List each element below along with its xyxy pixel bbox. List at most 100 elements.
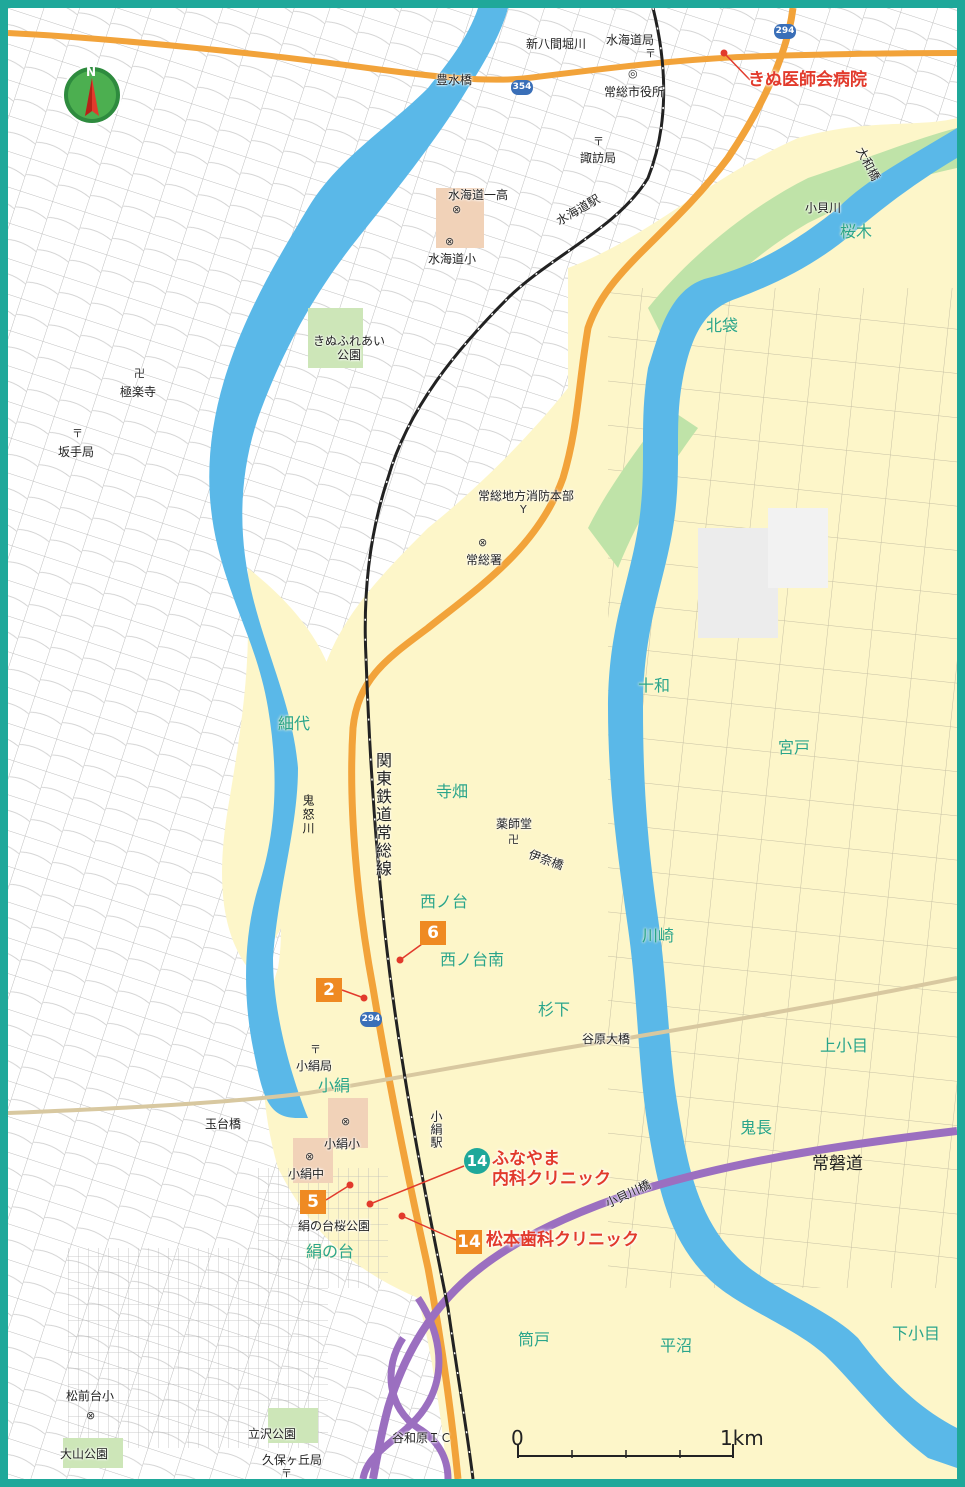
label-joban-expressway: 常磐道	[812, 1154, 863, 1174]
label-joso-police: 常総署	[466, 553, 503, 567]
label-yakushido: 薬師堂	[496, 817, 533, 831]
area-kokinu: 小絹	[318, 1076, 351, 1095]
area-towa: 十和	[638, 676, 671, 695]
marker-2[interactable]: 2	[316, 978, 342, 1002]
area-kitafukuro: 北袋	[706, 316, 739, 335]
marker-14-matsumoto[interactable]: 14	[456, 1230, 482, 1254]
label-kinugawa: 鬼怒川	[301, 794, 315, 836]
label-kokinu-elem: 小絹小	[324, 1137, 361, 1151]
hospital-label[interactable]: きぬ医師会病院	[748, 70, 867, 90]
funayama-dot	[366, 1200, 374, 1208]
matsumoto-dental-label[interactable]: 松本歯科クリニック	[486, 1230, 639, 1250]
city-hall-icon: ◎	[628, 67, 638, 80]
label-kinu-fureai-park: きぬふれあい 公園	[313, 334, 386, 363]
label-joso-city-hall: 常総市役所	[604, 85, 665, 99]
label-kubogaoka-post: 久保ヶ丘局	[262, 1453, 323, 1467]
area-terabatake: 寺畑	[436, 782, 469, 801]
school-ground	[328, 1098, 368, 1148]
area-tsutsudo: 筒戸	[518, 1330, 551, 1349]
area-kamikoyume: 上小目	[820, 1036, 869, 1055]
school-icon: ⊗	[341, 1115, 351, 1128]
area-kawasaki: 川崎	[642, 926, 675, 945]
funayama-leader	[369, 1165, 465, 1205]
school-icon: ⊗	[452, 203, 462, 216]
label-kanto-railway: 関東鉄道常総線	[373, 752, 392, 878]
label-kokinu-post: 小絹局	[296, 1059, 333, 1073]
blank-patch	[768, 508, 828, 588]
marker-6-leader	[399, 943, 423, 961]
label-yawarahara-bridge: 谷原大橋	[582, 1032, 631, 1046]
area-sugishita: 杉下	[538, 1000, 571, 1019]
label-kokai-river: 小貝川	[805, 201, 842, 215]
label-kinunodai-sakura-park: 絹の台桜公園	[298, 1219, 371, 1233]
map-frame: N 354 294 294 新八間堀川 水海道局 〒 ◎ 常総市役所 〒 諏訪局…	[8, 8, 957, 1479]
marker-5[interactable]: 5	[300, 1190, 326, 1214]
label-joso-fire-hq: 常総地方消防本部	[478, 489, 575, 503]
post-office-icon: 〒	[593, 135, 604, 148]
school-ground	[293, 1138, 333, 1183]
label-matsumaedai-elem: 松前台小	[66, 1389, 115, 1403]
dense-housing	[258, 1168, 388, 1288]
blank-patch	[698, 528, 778, 638]
compass-icon	[62, 65, 122, 125]
park-area	[268, 1408, 318, 1443]
route-354	[8, 30, 957, 83]
hospital-leader	[723, 52, 751, 81]
area-kinunodai: 絹の台	[306, 1242, 355, 1261]
scale-bar	[517, 1444, 734, 1458]
marker-6-dot	[396, 956, 404, 964]
school-icon: ⊗	[305, 1150, 315, 1163]
label-suwa-post: 諏訪局	[580, 151, 617, 165]
label-yawarahara-ic: 谷和原ＩＣ	[392, 1431, 453, 1445]
post-office-icon: 〒	[281, 1467, 292, 1479]
compass-north-label: N	[86, 65, 97, 79]
area-hososhiro: 細代	[278, 714, 311, 733]
label-oyama-park: 大山公園	[60, 1447, 109, 1461]
railway-ticks	[364, 8, 665, 1479]
marker-6[interactable]: 6	[420, 921, 446, 945]
post-office-icon: 〒	[72, 427, 83, 440]
police-icon: ⊗	[478, 536, 488, 549]
label-suikaido-ichi-high: 水海道一高	[448, 188, 509, 202]
area-sakuragi: 桜木	[840, 222, 873, 241]
marker-14-funayama[interactable]: 14	[464, 1148, 490, 1174]
school-icon: ⊗	[445, 235, 455, 248]
label-suikaido-post: 水海道局	[606, 33, 655, 47]
label-toyomizu-bridge: 豊水橋	[436, 73, 473, 87]
label-kokinu-jhs: 小絹中	[288, 1167, 325, 1181]
label-kokinu-station: 小絹駅	[429, 1110, 443, 1149]
label-gokuraku-temple: 極楽寺	[120, 385, 157, 399]
temple-icon: 卍	[134, 367, 145, 380]
area-shimokoyume: 下小目	[892, 1324, 941, 1343]
post-office-icon: 〒	[310, 1043, 321, 1056]
scale-label-zero: 0	[511, 1426, 524, 1450]
area-miyado: 宮戸	[778, 738, 811, 757]
label-tamadai-bridge: 玉台橋	[205, 1117, 242, 1131]
funayama-clinic-label[interactable]: ふなやま 内科クリニック	[492, 1149, 611, 1189]
marker-5-leader	[325, 1184, 351, 1201]
area-hiranuma: 平沼	[660, 1336, 693, 1355]
area-nishinodai: 西ノ台	[420, 892, 469, 911]
temple-icon: 卍	[508, 833, 519, 846]
label-suikaido-elem: 水海道小	[428, 252, 477, 266]
area-onicho: 鬼長	[740, 1118, 773, 1137]
expressway-ramp	[387, 1336, 452, 1479]
label-shin-hachikenbori: 新八間堀川	[526, 37, 587, 51]
route-shield-294-south: 294	[360, 1012, 382, 1027]
matsumoto-dot	[398, 1212, 406, 1220]
route-shield-294-north: 294	[774, 24, 796, 39]
expressway-ramp	[359, 1296, 443, 1479]
route-shield-354: 354	[511, 80, 533, 95]
marker-2-leader	[341, 989, 365, 999]
yawarahara-ohashi-road	[8, 976, 957, 1115]
marker-2-dot	[360, 994, 368, 1002]
area-nishinodai-minami: 西ノ台南	[440, 950, 505, 969]
hospital-dot	[720, 49, 728, 57]
map-canvas[interactable]	[8, 8, 957, 1479]
park-area	[308, 308, 363, 368]
matsumoto-leader	[401, 1215, 457, 1241]
marker-5-dot	[346, 1181, 354, 1189]
park-area	[63, 1438, 123, 1468]
fire-station-icon: Y	[520, 503, 527, 516]
label-sakate-post: 坂手局	[58, 445, 95, 459]
